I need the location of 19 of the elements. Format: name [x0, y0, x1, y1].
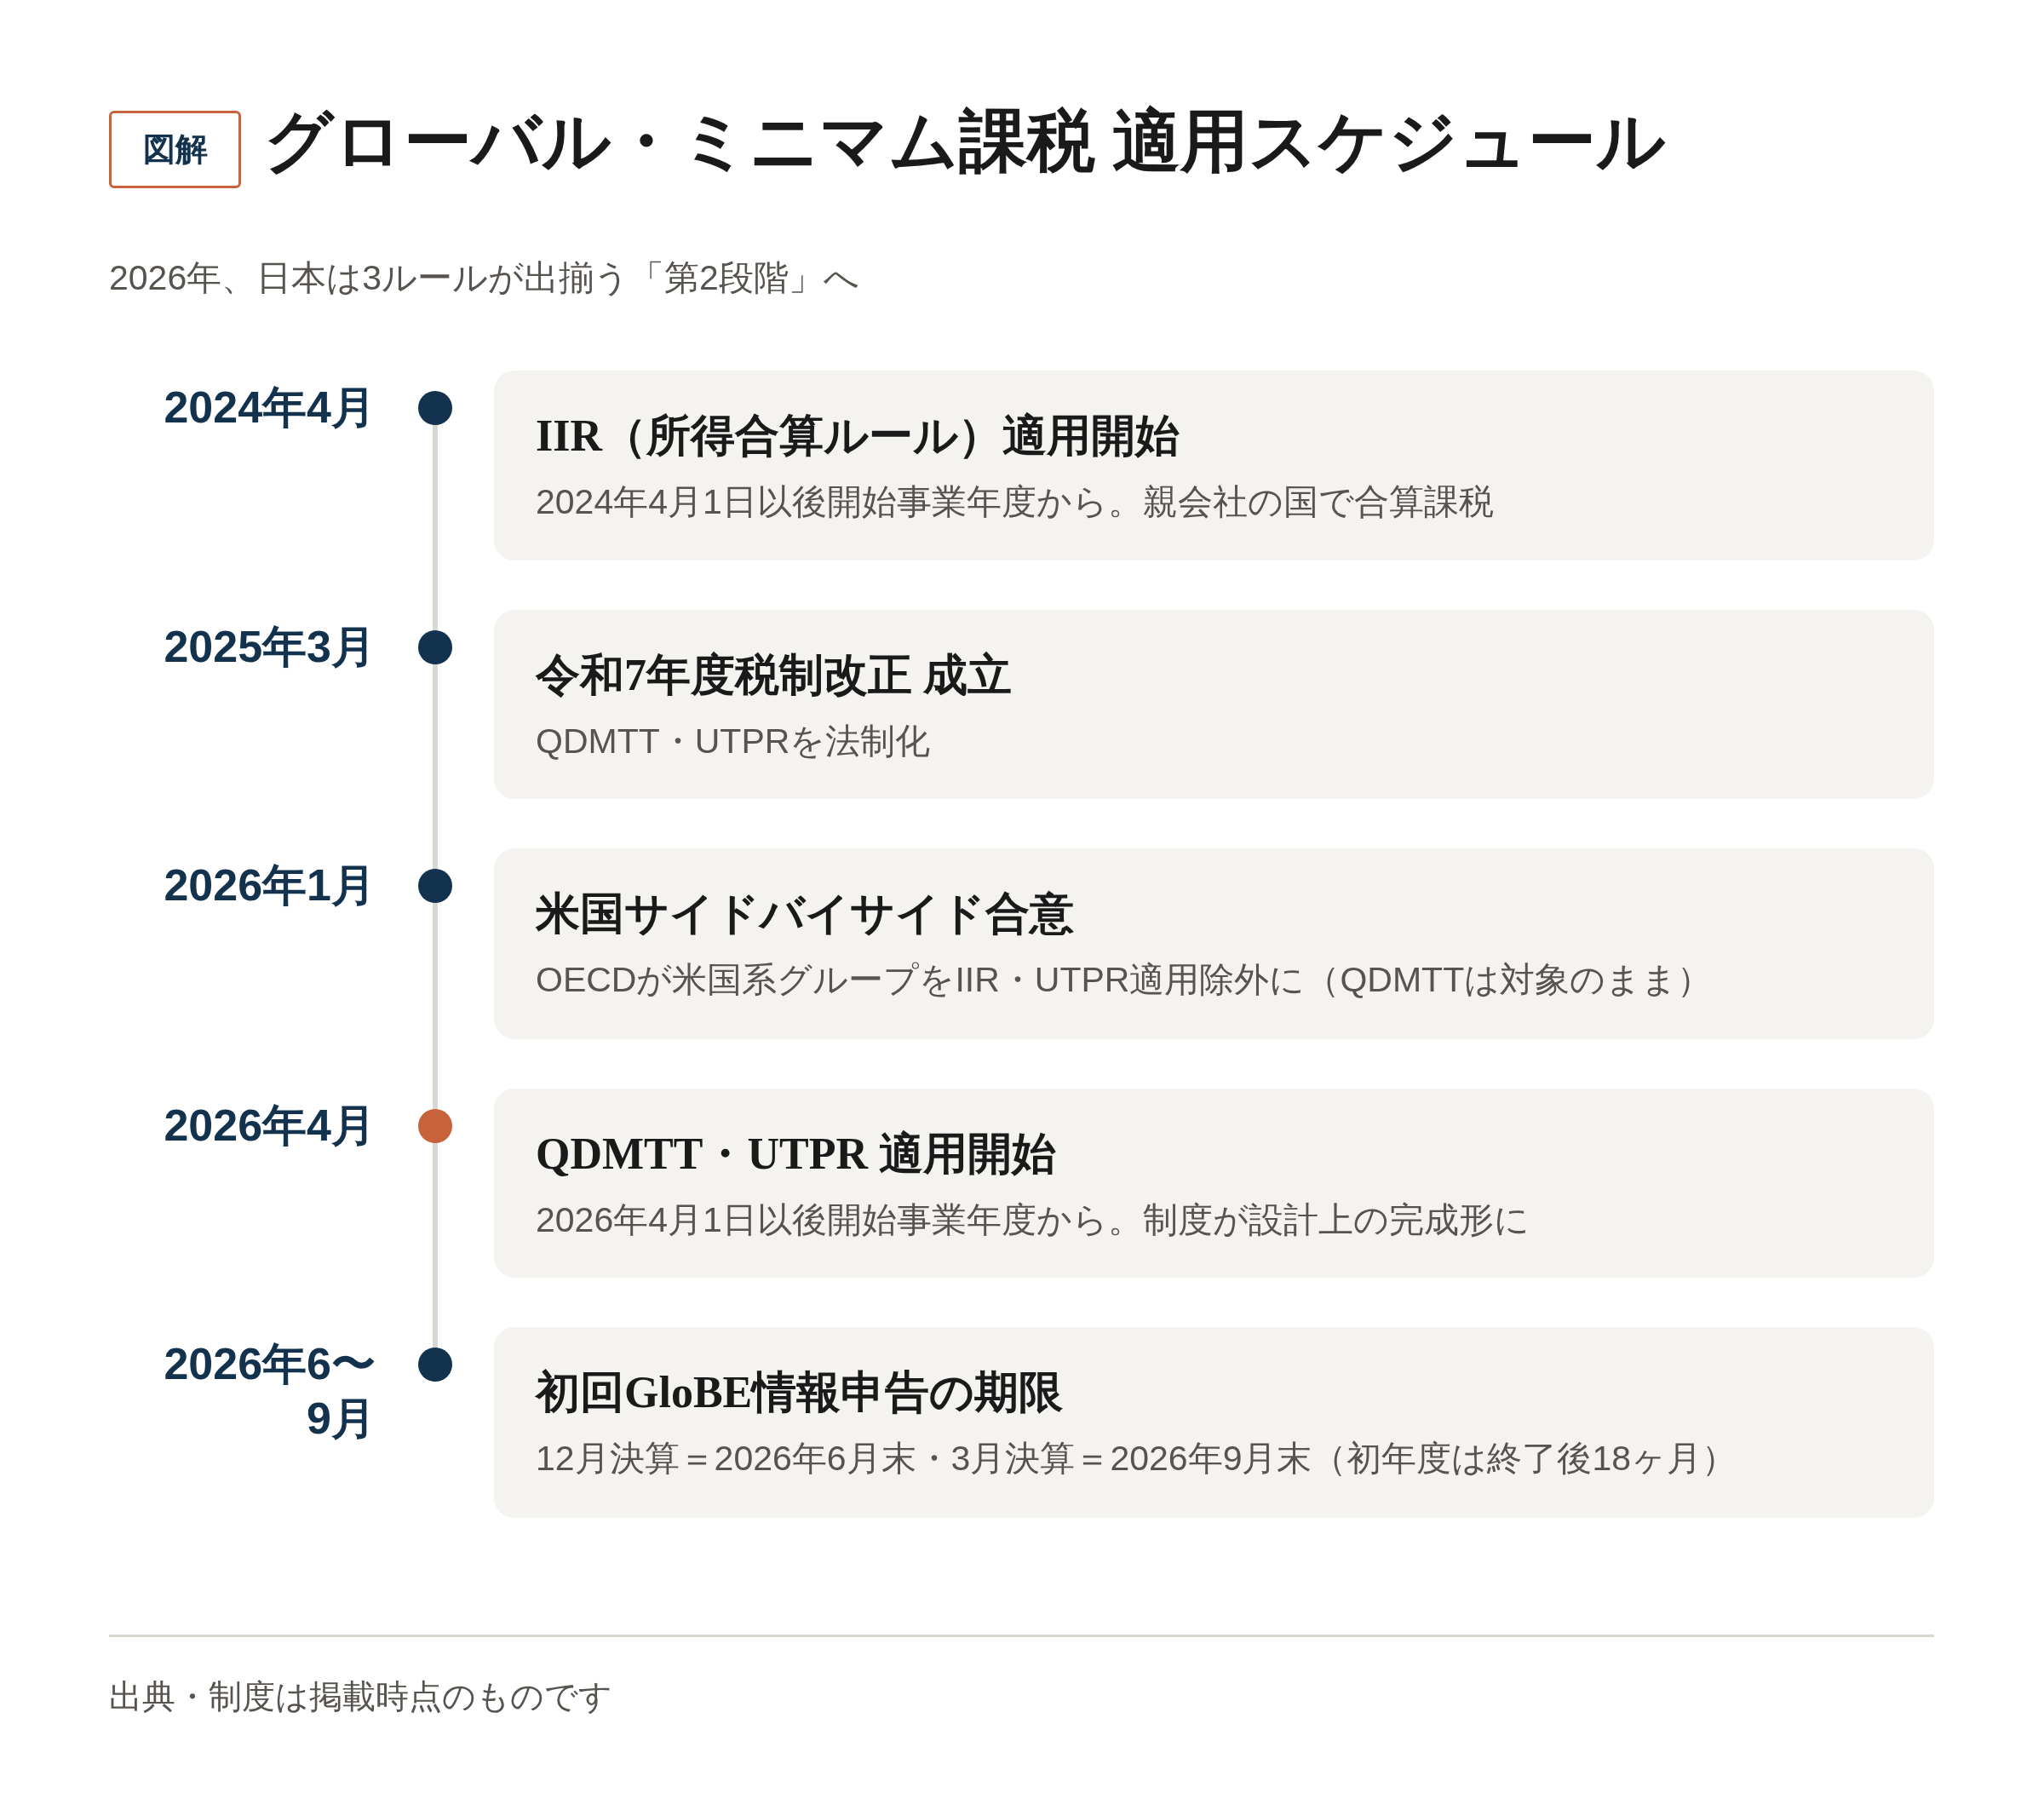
date-label: 2026年4月 [163, 1100, 376, 1152]
event-title: IIR（所得合算ルール）適用開始 [536, 411, 1181, 462]
category-tag: 図解 [109, 111, 241, 188]
event-title: QDMTT・UTPR 適用開始 [536, 1129, 1057, 1180]
date-label: 2025年3月 [163, 621, 376, 673]
event-title: 米国サイドバイサイド合意 [536, 888, 1075, 940]
event-description: 12月決算＝2026年6月末・3月決算＝2026年9月末（初年度は終了後18ヶ月） [536, 1438, 1738, 1480]
event-description: OECDが米国系グループをIIR・UTPR適用除外に（QDMTTは対象のまま） [536, 959, 1714, 1001]
subtitle: 2026年、日本は3ルールが出揃う「第2段階」へ [109, 257, 859, 299]
event-title: 初回GloBE情報申告の期限 [536, 1367, 1065, 1418]
event-description: QDMTT・UTPRを法制化 [536, 721, 932, 762]
event-title: 令和7年度税制改正 成立 [536, 650, 1013, 701]
date-label: 2026年6〜9月 [163, 1338, 376, 1445]
title: グローバル・ミニマム課税 適用スケジュール [264, 103, 1666, 181]
date-label: 2026年1月 [163, 859, 376, 911]
event-description: 2024年4月1日以後開始事業年度から。親会社の国で合算課税 [536, 481, 1495, 523]
footnote: 出典・制度は掲載時点のものです [109, 1677, 612, 1716]
event-description: 2026年4月1日以後開始事業年度から。制度が設計上の完成形に [536, 1199, 1530, 1241]
date-label: 2024年4月 [163, 382, 376, 434]
